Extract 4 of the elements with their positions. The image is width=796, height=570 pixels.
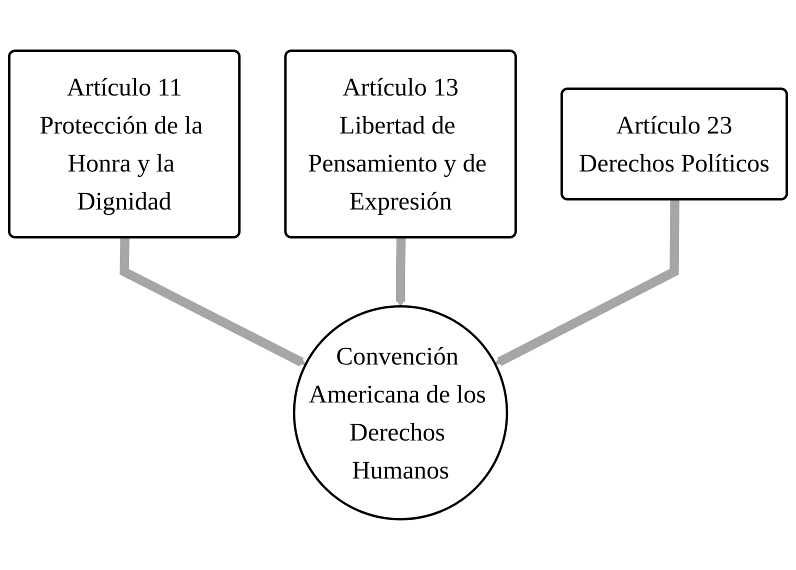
arrow: [494, 200, 680, 366]
arrow: [395, 238, 406, 307]
arrow: [120, 238, 306, 366]
node-circle: Convención Americana de los Derechos Humanos: [292, 305, 508, 520]
